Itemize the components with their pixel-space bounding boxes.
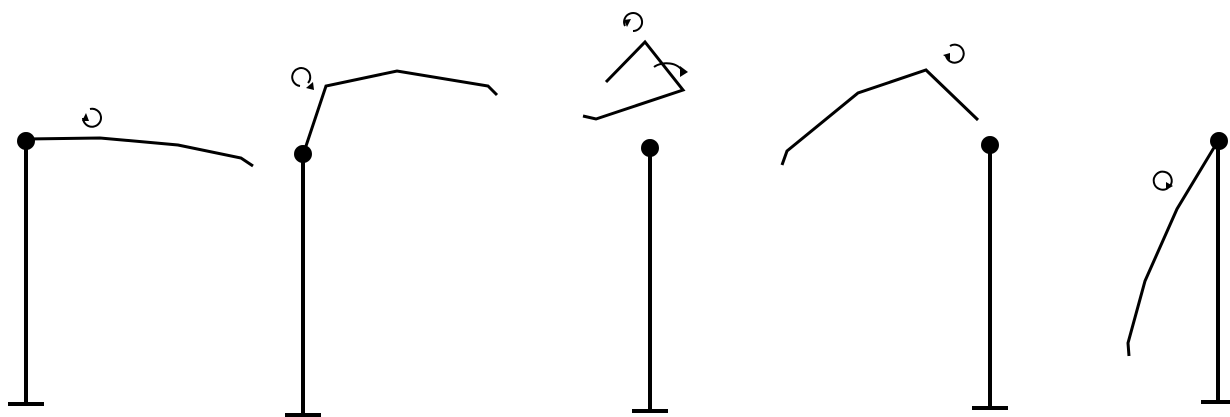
frame-2-rotation-arrow-icon bbox=[292, 68, 314, 90]
frame-3-rotation-arrow-icon-a bbox=[624, 13, 642, 31]
frame-1-link bbox=[26, 138, 253, 166]
frame-3-pivot-joint-icon bbox=[641, 139, 659, 157]
frame-1-pivot-joint-icon bbox=[17, 132, 35, 150]
frame-5 bbox=[1128, 132, 1230, 402]
frame-1 bbox=[8, 109, 253, 404]
frame-4 bbox=[782, 45, 1008, 408]
frame-2-link bbox=[304, 71, 497, 152]
frame-2 bbox=[285, 68, 497, 415]
frame-3 bbox=[583, 13, 688, 411]
frame-5-rotation-arrow-icon bbox=[1154, 172, 1173, 190]
frame-5-link bbox=[1128, 141, 1218, 356]
frame-1-rotation-arrow-icon bbox=[82, 109, 101, 127]
frame-2-pivot-joint-icon bbox=[294, 145, 312, 163]
frame-3-link bbox=[583, 42, 683, 119]
frame-4-link bbox=[782, 70, 978, 165]
frame-4-rotation-arrow-icon bbox=[943, 45, 964, 63]
frame-5-pivot-joint-icon bbox=[1210, 132, 1228, 150]
frame-4-pivot-joint-icon bbox=[981, 136, 999, 154]
